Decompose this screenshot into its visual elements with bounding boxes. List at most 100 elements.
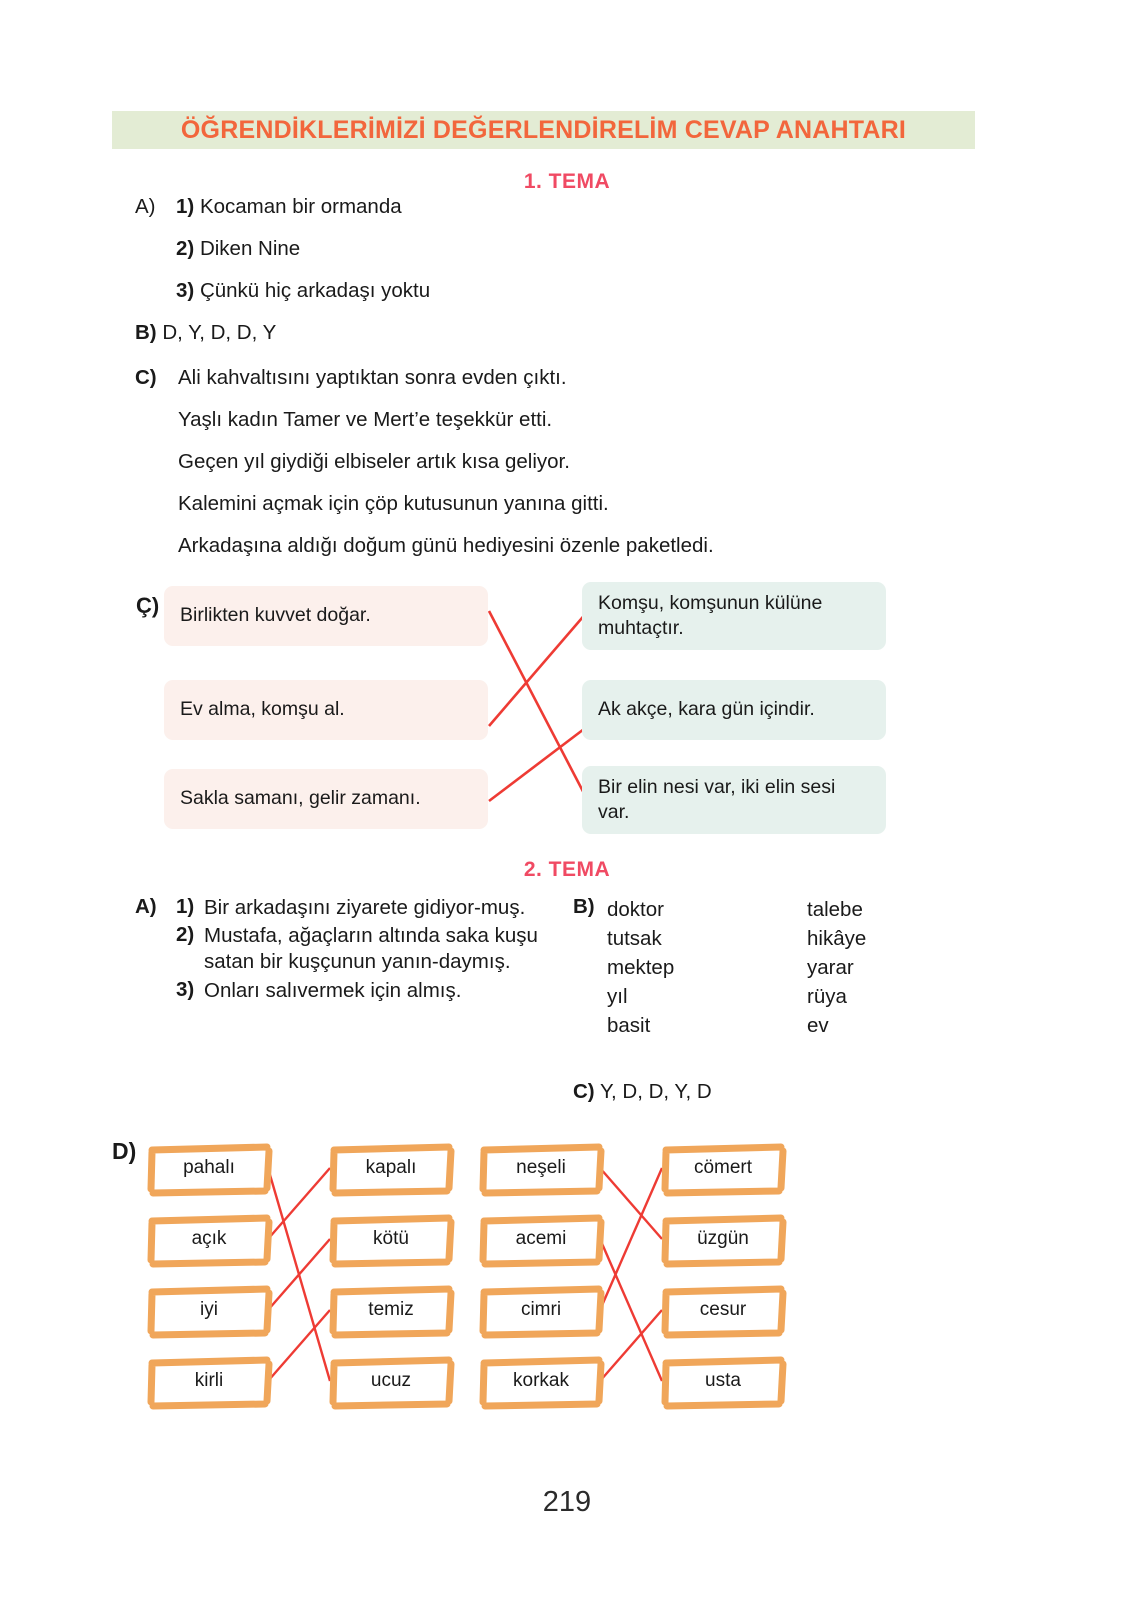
- antonym-g1-right-box-4[interactable]: ucuz: [329, 1356, 455, 1410]
- antonym-g2-right-box-3[interactable]: cesur: [661, 1285, 787, 1339]
- proverb-right-text-2: Ak akçe, kara gün içindir.: [598, 698, 815, 721]
- antonym-word: korkak: [513, 1370, 569, 1391]
- antonym-g1-left-box-3[interactable]: iyi: [147, 1285, 273, 1339]
- item-number: 3): [176, 977, 195, 1001]
- word-pair-row: basit ev: [607, 1011, 993, 1040]
- antonym-g1-left-box-1[interactable]: pahalı: [147, 1143, 273, 1197]
- antonym-g2-right-box-2[interactable]: üzgün: [661, 1214, 787, 1268]
- antonym-g2-left-box-2[interactable]: acemi: [479, 1214, 605, 1268]
- antonym-word: kirli: [194, 1370, 224, 1391]
- tema1-c-line-2: Yaşlı kadın Tamer ve Mert’e teşekkür ett…: [178, 408, 553, 431]
- proverb-right-box-3[interactable]: Bir elin nesi var, iki elin sesi var.: [582, 766, 886, 834]
- antonym-g1-left-box-4[interactable]: kirli: [147, 1356, 273, 1410]
- hand-drawn-box-icon: [329, 1143, 455, 1197]
- item-number: 3): [176, 279, 195, 302]
- antonym-g1-right-box-1[interactable]: kapalı: [329, 1143, 455, 1197]
- word-pair-row: mektep yarar: [607, 953, 993, 982]
- antonym-word: açık: [191, 1228, 227, 1249]
- hand-drawn-box-icon: [147, 1214, 273, 1268]
- tema1-c-line-4: Kalemini açmak için çöp kutusunun yanına…: [178, 492, 609, 515]
- antonym-g2-left-box-3[interactable]: cimri: [479, 1285, 605, 1339]
- proverb-left-box-1[interactable]: Birlikten kuvvet doğar.: [164, 586, 488, 646]
- word-col1: mektep: [607, 956, 675, 980]
- tema2-a-item-2: 2) Mustafa, ağaçların altında saka kuşu …: [176, 923, 565, 975]
- hand-drawn-box-icon: [479, 1214, 605, 1268]
- word-col1: tutsak: [607, 927, 662, 951]
- item-text: Mustafa, ağaçların altında saka kuşu sat…: [204, 924, 538, 974]
- antonym-g2-left-box-1[interactable]: neşeli: [479, 1143, 605, 1197]
- tema-2-heading: 2. TEMA: [523, 858, 611, 881]
- word-pair-row: yıl rüya: [607, 982, 993, 1011]
- tema1-c-label: C): [135, 366, 157, 389]
- item-text: Çünkü hiç arkadaşı yoktu: [199, 279, 431, 302]
- antonym-word: acemi: [515, 1228, 567, 1249]
- antonym-word: üzgün: [697, 1228, 749, 1249]
- word-col1: yıl: [607, 985, 628, 1009]
- word-col1: basit: [607, 1014, 651, 1038]
- proverb-left-box-2[interactable]: Ev alma, komşu al.: [164, 680, 488, 740]
- tema2-a-label: A): [135, 895, 157, 918]
- hand-drawn-box-icon: [661, 1356, 787, 1410]
- hand-drawn-box-icon: [479, 1143, 605, 1197]
- antonym-word: ucuz: [370, 1370, 412, 1391]
- tema1-a-item-1: 1) Kocaman bir ormanda: [176, 194, 402, 220]
- hand-drawn-box-icon: [147, 1356, 273, 1410]
- hand-drawn-box-icon: [147, 1143, 273, 1197]
- antonym-g1-right-box-3[interactable]: temiz: [329, 1285, 455, 1339]
- tema2-c-answer: C) Y, D, D, Y, D: [573, 1079, 712, 1105]
- antonym-word: kapalı: [365, 1157, 417, 1178]
- word-col2: rüya: [807, 985, 847, 1009]
- proverb-left-text-3: Sakla samanı, gelir zamanı.: [180, 787, 421, 810]
- antonym-g2-left-box-4[interactable]: korkak: [479, 1356, 605, 1410]
- item-text: Bir arkadaşını ziyarete gidiyor-muş.: [204, 896, 526, 919]
- antonym-word: cimri: [520, 1299, 562, 1320]
- antonym-g1-right-box-2[interactable]: kötü: [329, 1214, 455, 1268]
- antonym-word: temiz: [368, 1299, 414, 1320]
- item-number: 2): [176, 237, 195, 260]
- word-col1: doktor: [607, 898, 664, 921]
- tema1-b-label: B): [135, 321, 157, 344]
- proverb-left-text-1: Birlikten kuvvet doğar.: [180, 604, 371, 627]
- antonym-g2-right-box-4[interactable]: usta: [661, 1356, 787, 1410]
- antonym-word: usta: [705, 1370, 741, 1391]
- antonym-word: cesur: [699, 1299, 747, 1320]
- antonym-word: neşeli: [516, 1157, 566, 1178]
- proverb-left-box-3[interactable]: Sakla samanı, gelir zamanı.: [164, 769, 488, 829]
- word-col2: ev: [807, 1014, 829, 1038]
- word-pair-row: tutsak hikâye: [607, 924, 993, 953]
- hand-drawn-box-icon: [479, 1285, 605, 1339]
- tema1-cc-label: Ç): [136, 593, 160, 618]
- tema2-b-label: B): [573, 895, 595, 918]
- antonym-word: iyi: [200, 1299, 218, 1320]
- proverb-matching-activity: Birlikten kuvvet doğar. Ev alma, komşu a…: [0, 582, 1134, 846]
- antonym-match-lines: [266, 1167, 664, 1382]
- page-title: ÖĞRENDİKLERİMİZİ DEĞERLENDİRELİM CEVAP A…: [180, 115, 907, 144]
- tema2-d-label: D): [112, 1138, 137, 1164]
- item-text: Onları salıvermek için almış.: [204, 978, 462, 1002]
- hand-drawn-box-icon: [329, 1285, 455, 1339]
- proverb-right-box-2[interactable]: Ak akçe, kara gün içindir.: [582, 680, 886, 740]
- item-number: 1): [176, 895, 195, 918]
- proverb-right-text-3: Bir elin nesi var, iki elin sesi var.: [598, 775, 836, 823]
- proverb-right-box-1[interactable]: Komşu, komşunun külüne muhtaçtır.: [582, 582, 886, 650]
- antonym-word: cömert: [693, 1157, 753, 1178]
- hand-drawn-box-icon: [661, 1285, 787, 1339]
- tema1-a-item-3: 3) Çünkü hiç arkadaşı yoktu: [176, 278, 430, 304]
- page-number: 219: [542, 1486, 592, 1518]
- tema2-right-column: B) doktor talebe tutsak hikâye mektep ya…: [573, 895, 993, 1041]
- tema1-c-line-5: Arkadaşına aldığı doğum günü hediyesini …: [178, 534, 714, 557]
- tema-1-heading: 1. TEMA: [523, 170, 611, 193]
- proverb-left-text-2: Ev alma, komşu al.: [180, 698, 345, 721]
- word-col2: yarar: [807, 956, 854, 980]
- antonym-g1-left-box-2[interactable]: açık: [147, 1214, 273, 1268]
- tema1-a-item-2: 2) Diken Nine: [176, 236, 300, 262]
- hand-drawn-box-icon: [661, 1214, 787, 1268]
- item-text: Diken Nine: [199, 237, 301, 260]
- item-text: Kocaman bir ormanda: [199, 195, 402, 218]
- tema1-b-answer: B) D, Y, D, D, Y: [135, 320, 276, 346]
- tema1-b-text: D, Y, D, D, Y: [162, 321, 277, 344]
- antonym-matching-activity: pahalı açık iyi kirli kapalı: [0, 1128, 1134, 1410]
- tema2-a-item-3: 3) Onları salıvermek için almış.: [176, 978, 565, 1004]
- antonym-g2-right-box-1[interactable]: cömert: [661, 1143, 787, 1197]
